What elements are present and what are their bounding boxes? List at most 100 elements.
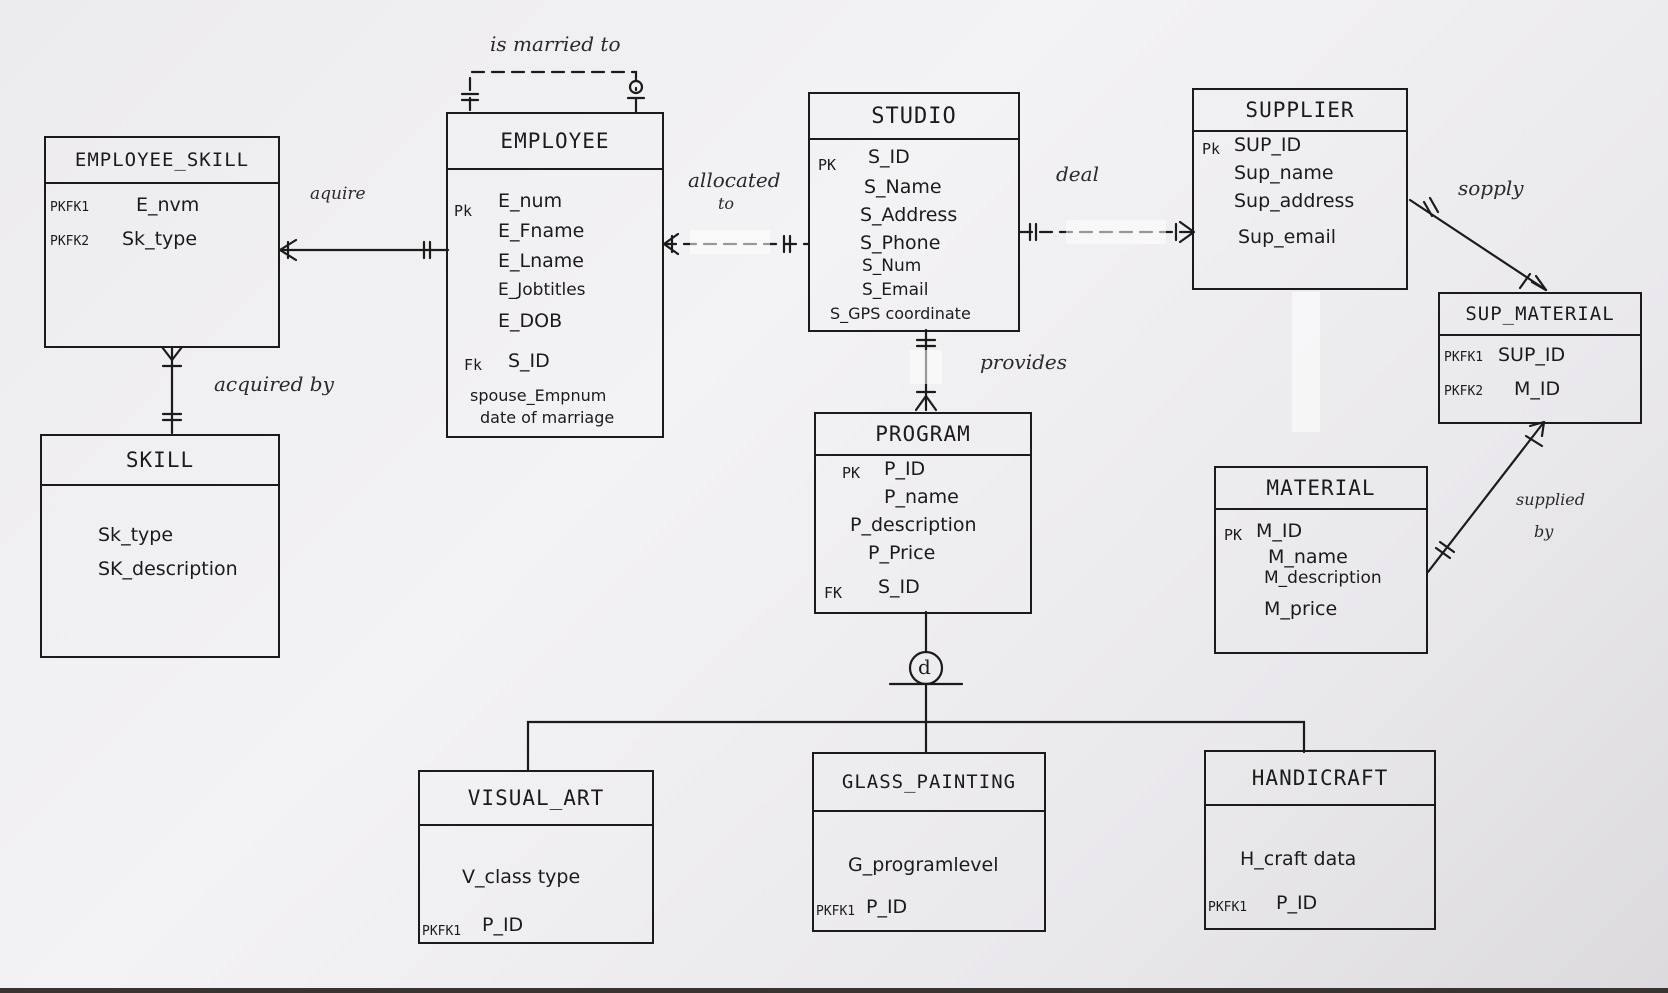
attribute: S_GPS coordinate bbox=[830, 304, 971, 323]
entity-skill: SKILL Sk_type SK_description bbox=[40, 434, 280, 658]
attribute: date of marriage bbox=[480, 408, 615, 427]
rel-label-allocated: allocated bbox=[688, 168, 781, 192]
pk-label: PK bbox=[818, 156, 837, 174]
attribute: M_price bbox=[1264, 598, 1338, 620]
crowfoot-skill-link bbox=[160, 345, 184, 368]
entity-program: PROGRAM PK P_ID P_name P_description P_P… bbox=[814, 412, 1032, 614]
attribute: P_ID bbox=[884, 458, 926, 480]
attribute: Sk_type bbox=[122, 228, 198, 250]
zero-mark-recursive bbox=[628, 79, 644, 95]
entity-handicraft: HANDICRAFT H_craft data PKFK1 P_ID bbox=[1204, 750, 1436, 930]
entity-title: SKILL bbox=[42, 436, 278, 486]
pk-label: PK bbox=[1224, 526, 1243, 544]
attribute: E_DOB bbox=[498, 310, 563, 332]
key-label: PKFK1 bbox=[422, 924, 462, 939]
rel-label-is-married-to: is married to bbox=[490, 32, 621, 56]
attribute: SUP_ID bbox=[1234, 134, 1302, 156]
line-is-married-to bbox=[468, 70, 638, 112]
attribute: P_description bbox=[850, 514, 977, 536]
one-mark-studio-provides bbox=[915, 338, 937, 348]
attribute: Sup_name bbox=[1234, 162, 1334, 184]
attribute: M_description bbox=[1264, 568, 1382, 588]
one-mark-material bbox=[1434, 540, 1456, 560]
entity-title: SUPPLIER bbox=[1194, 90, 1406, 132]
key-label: PKFK1 bbox=[816, 904, 856, 919]
attribute: S_Address bbox=[860, 204, 958, 226]
attribute: Sup_email bbox=[1238, 226, 1337, 248]
entity-title: VISUAL_ART bbox=[420, 772, 652, 826]
entity-employee: EMPLOYEE Pk E_num E_Fname E_Lname E_Jobt… bbox=[446, 112, 664, 438]
attribute: Sup_address bbox=[1234, 190, 1355, 212]
fk-label: FK bbox=[824, 584, 843, 602]
attribute: E_nvm bbox=[136, 194, 200, 216]
line-subtype-branches bbox=[526, 720, 1306, 772]
attribute: G_programlevel bbox=[848, 854, 999, 876]
key-label: PKFK1 bbox=[50, 200, 90, 215]
one-mark-recursive bbox=[460, 92, 480, 102]
key-label: PKFK1 bbox=[1444, 350, 1484, 365]
attribute: S_ID bbox=[868, 146, 910, 168]
attribute: S_Name bbox=[864, 176, 942, 198]
table-edge bbox=[0, 988, 1668, 993]
tape-strip bbox=[1292, 292, 1320, 432]
rel-label-aquire: aquire bbox=[310, 184, 366, 204]
one-mark-supplier bbox=[1422, 196, 1440, 218]
crowfoot-employee bbox=[662, 232, 680, 256]
attribute: P_ID bbox=[866, 896, 908, 918]
attribute: SK_description bbox=[98, 558, 238, 580]
entity-title: STUDIO bbox=[810, 94, 1018, 140]
key-label: PKFK2 bbox=[50, 234, 90, 249]
pk-label: PK bbox=[842, 464, 861, 482]
entity-title: SUP_MATERIAL bbox=[1440, 294, 1640, 336]
key-label: PKFK2 bbox=[1444, 384, 1484, 399]
key-label: PKFK1 bbox=[1208, 900, 1248, 915]
attribute: P_ID bbox=[1276, 892, 1318, 914]
attribute: S_ID bbox=[508, 350, 550, 372]
attribute: S_Phone bbox=[860, 232, 941, 254]
entity-material: MATERIAL PK M_ID M_name M_description M_… bbox=[1214, 466, 1428, 654]
entity-title: GLASS_PAINTING bbox=[814, 754, 1044, 812]
attribute: P_name bbox=[884, 486, 959, 508]
pk-label: Pk bbox=[454, 202, 473, 220]
attribute: E_num bbox=[498, 190, 563, 212]
attribute: E_Lname bbox=[498, 250, 584, 272]
crowfoot-program bbox=[914, 390, 938, 412]
attribute: E_Jobtitles bbox=[498, 280, 586, 300]
one-mark-employee bbox=[422, 240, 432, 260]
entity-title: EMPLOYEE bbox=[448, 114, 662, 170]
disjoint-label: d bbox=[918, 655, 931, 679]
rel-label-supply: sopply bbox=[1458, 176, 1524, 200]
attribute: Sk_type bbox=[98, 524, 174, 546]
rel-label-acquired-by: acquired by bbox=[214, 372, 334, 396]
attribute: P_Price bbox=[868, 542, 936, 564]
attribute: P_ID bbox=[482, 914, 524, 936]
entity-title: EMPLOYEE_SKILL bbox=[46, 138, 278, 184]
crowfoot-employee-skill bbox=[278, 238, 298, 262]
attribute: S_ID bbox=[878, 576, 920, 598]
entity-title: HANDICRAFT bbox=[1206, 752, 1434, 806]
entity-title: PROGRAM bbox=[816, 414, 1030, 456]
entity-sup-material: SUP_MATERIAL PKFK1 SUP_ID PKFK2 M_ID bbox=[1438, 292, 1642, 424]
rel-label-provides: provides bbox=[980, 350, 1068, 374]
entity-employee-skill: EMPLOYEE_SKILL PKFK1 E_nvm PKFK2 Sk_type bbox=[44, 136, 280, 348]
attribute: E_Fname bbox=[498, 220, 585, 242]
entity-studio: STUDIO PK S_ID S_Name S_Address S_Phone … bbox=[808, 92, 1020, 332]
attribute: S_Email bbox=[862, 280, 929, 300]
attribute: H_craft data bbox=[1240, 848, 1357, 870]
rel-label-supplied: supplied bbox=[1516, 490, 1585, 509]
crowfoot-supplier bbox=[1174, 220, 1196, 244]
one-mark-studio bbox=[782, 234, 792, 254]
rel-label-by: by bbox=[1534, 522, 1554, 541]
one-mark-skill bbox=[161, 412, 183, 422]
attribute: M_ID bbox=[1256, 520, 1303, 542]
entity-supplier: SUPPLIER Pk SUP_ID Sup_name Sup_address … bbox=[1192, 88, 1408, 290]
one-mark-recursive-2 bbox=[626, 96, 646, 114]
fk-label: Fk bbox=[464, 356, 483, 374]
tape-strip bbox=[910, 350, 942, 384]
entity-title: MATERIAL bbox=[1216, 468, 1426, 510]
tape-strip bbox=[690, 230, 770, 254]
one-mark-studio-deal bbox=[1028, 222, 1038, 242]
attribute: M_name bbox=[1268, 546, 1348, 568]
entity-visual-art: VISUAL_ART V_class type PKFK1 P_ID bbox=[418, 770, 654, 944]
